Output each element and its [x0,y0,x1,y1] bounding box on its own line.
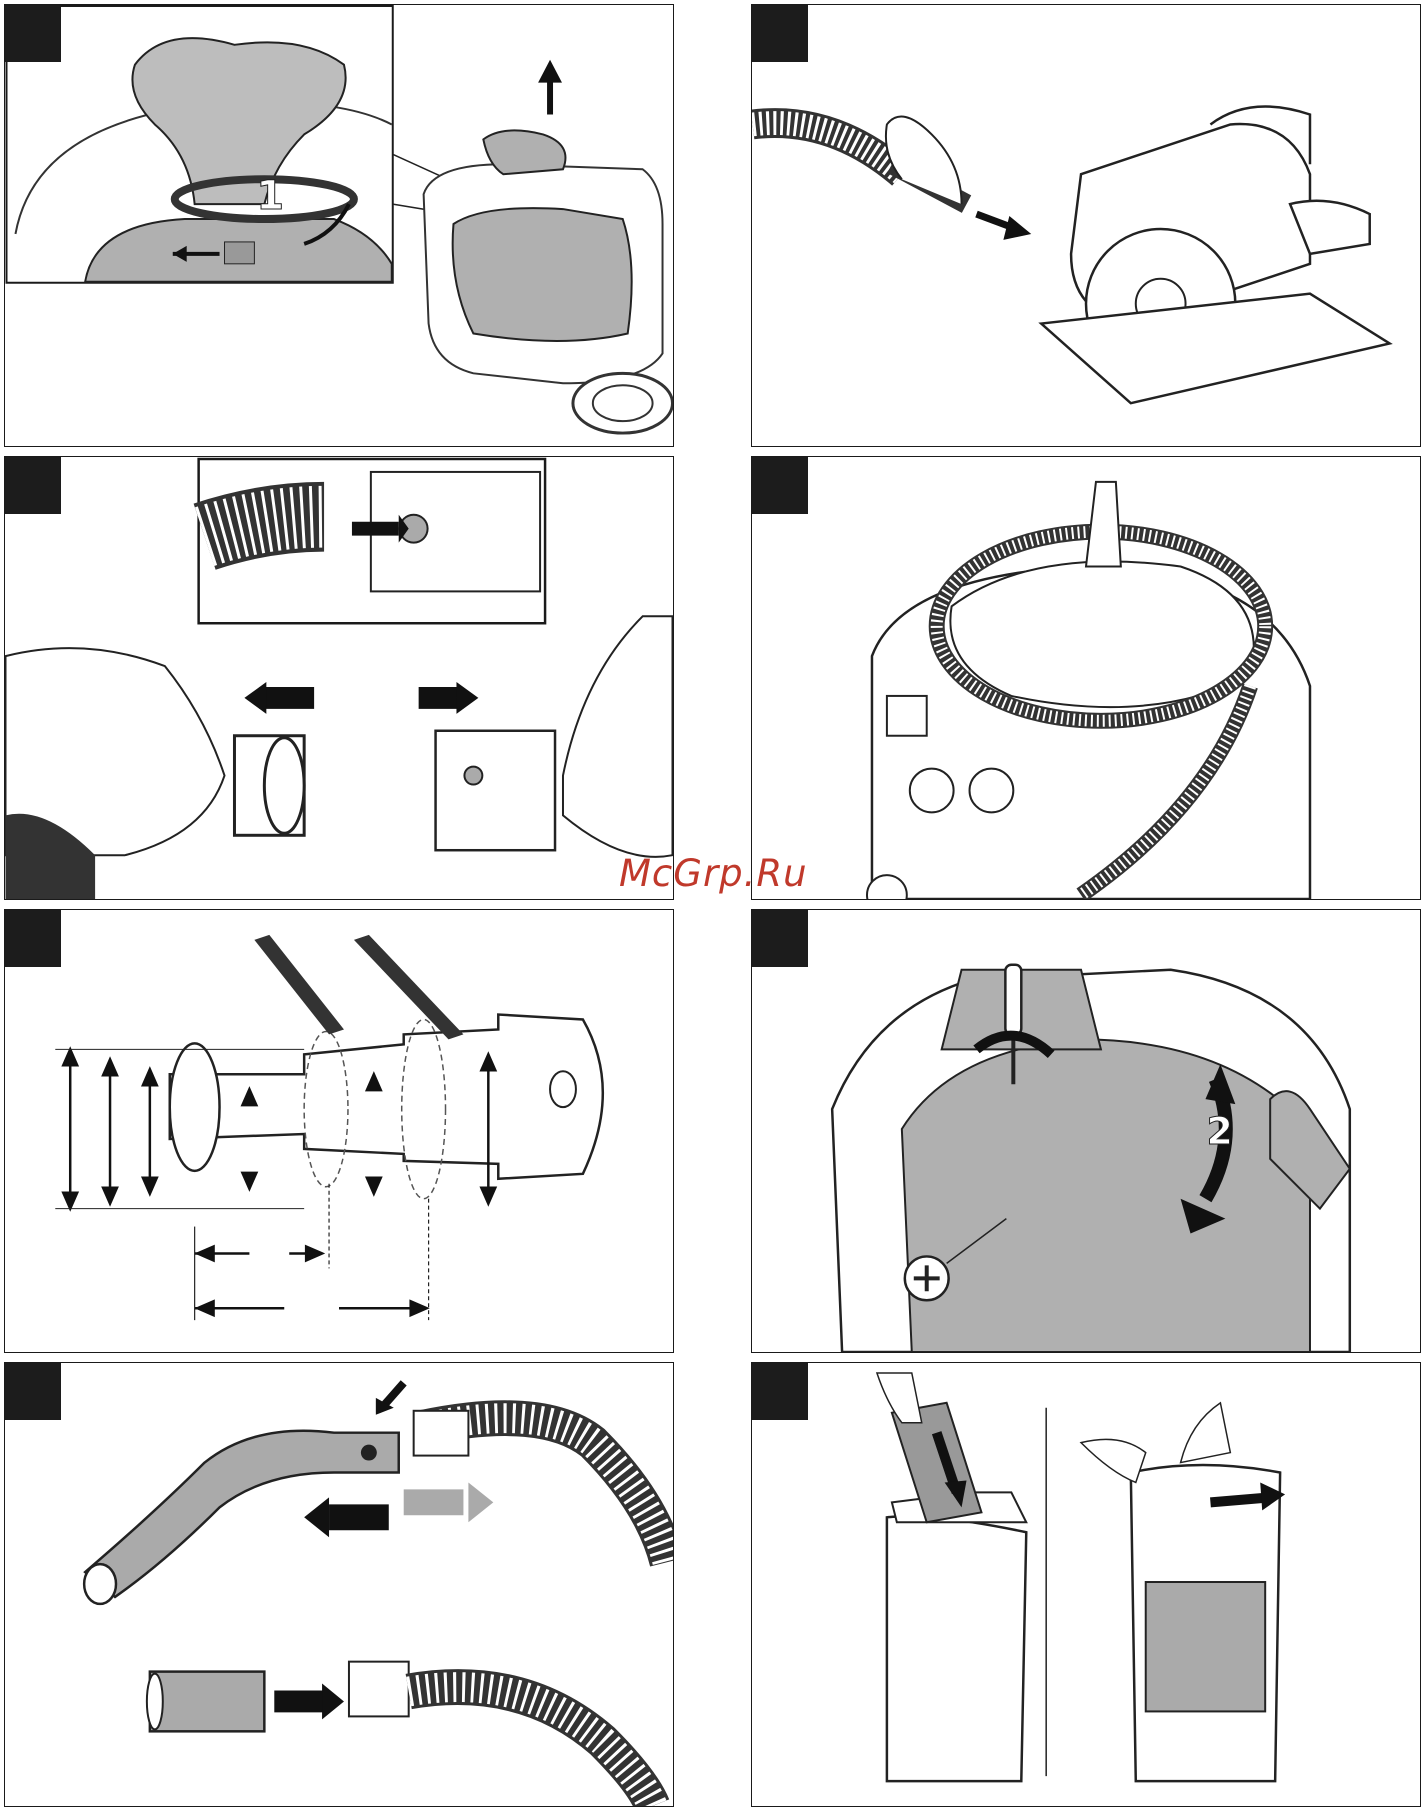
figure-panel-bag-tie: 1 [4,4,674,447]
figure-panel-handle-hose [4,1362,674,1807]
hose-storage-illustration [752,457,1420,899]
figure-panel-adapter-insert [4,456,674,900]
hose-to-saw-illustration [752,5,1420,446]
figure-number-tab [5,910,61,967]
screw-lid-illustration: 2 [752,910,1420,1352]
figure-panel-cutting-adapter [4,909,674,1353]
bag-tie-illustration: 1 [5,5,673,446]
step-label-1: 1 [256,173,284,219]
figure-number-tab [752,1363,808,1420]
filter-bag-illustration [752,1363,1420,1806]
figure-panel-hose-storage [751,456,1421,900]
step-label-2: 2 [1206,1109,1232,1153]
adapter-insert-illustration [5,457,673,899]
figure-panel-filter-bag [751,1362,1421,1807]
figure-panel-screw-lid: 2 [751,909,1421,1353]
figure-panel-hose-to-saw [751,4,1421,447]
figure-number-tab [752,457,808,514]
figure-number-tab [752,910,808,967]
watermark: McGrp.Ru [619,852,808,895]
figure-number-tab [5,457,61,514]
figure-number-tab [5,1363,61,1420]
figure-number-tab [752,5,808,62]
cutting-adapter-illustration [5,910,673,1352]
handle-hose-illustration [5,1363,673,1806]
figure-number-tab [5,5,61,62]
